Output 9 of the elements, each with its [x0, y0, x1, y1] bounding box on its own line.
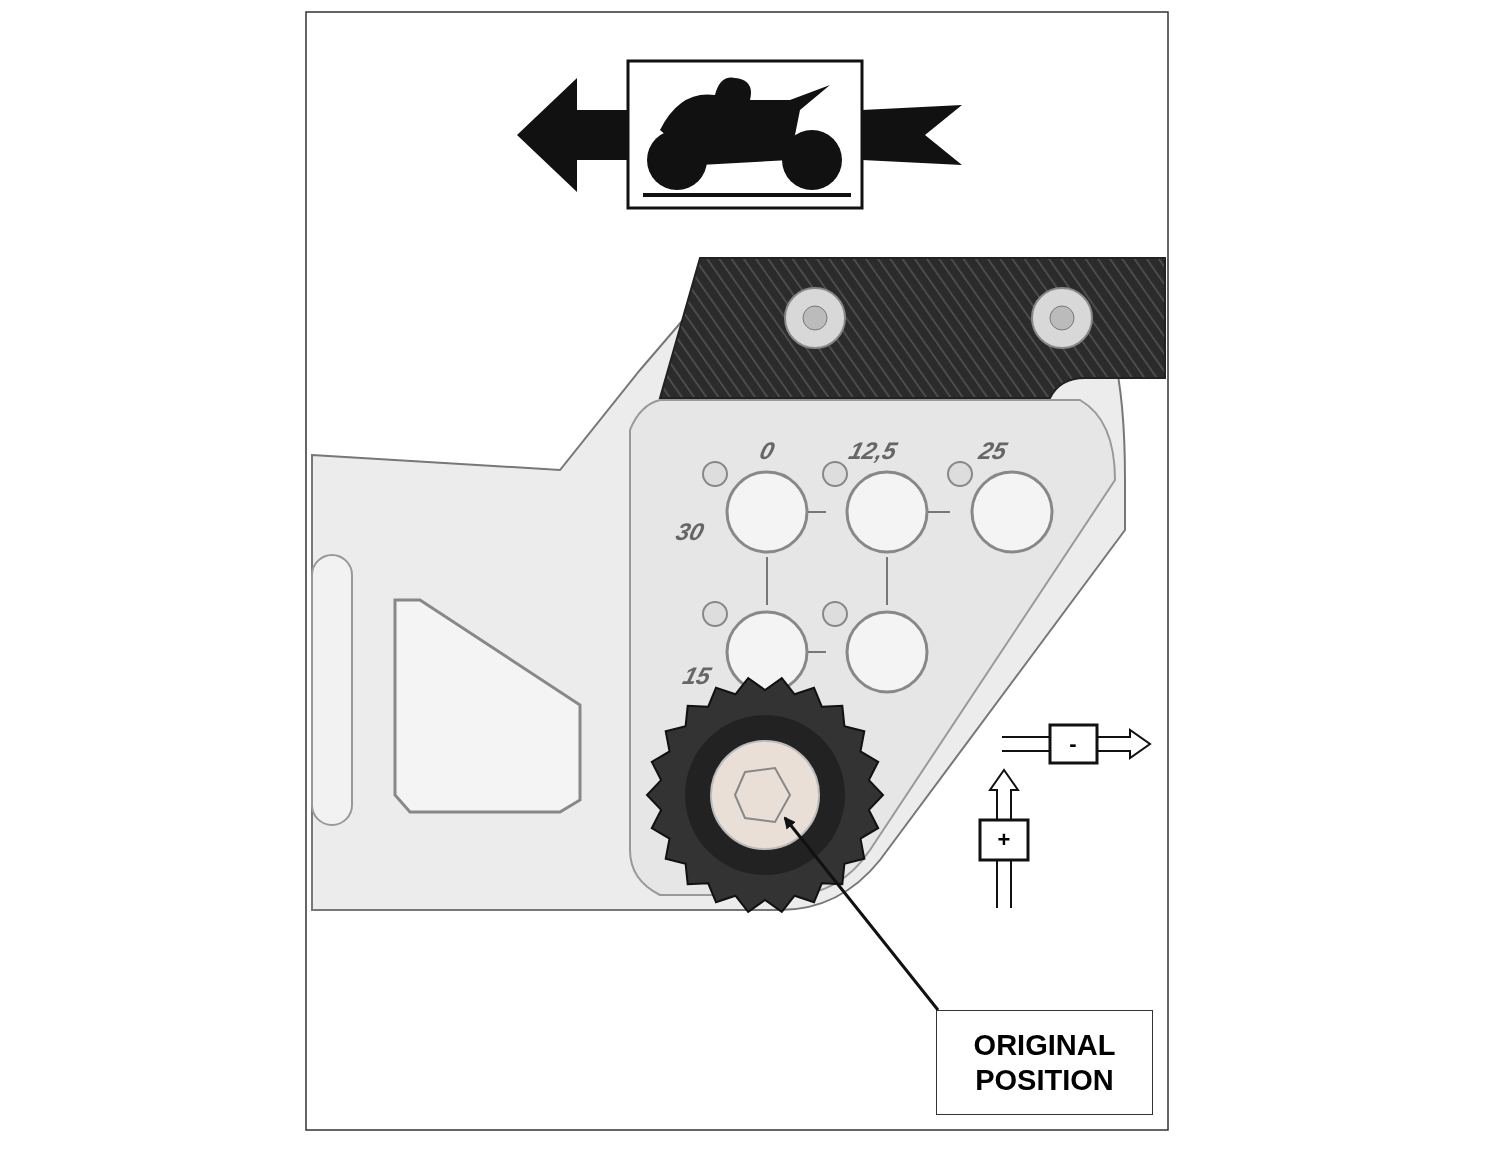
engraved-number: 25	[976, 439, 1010, 463]
leader-line	[783, 816, 940, 1011]
plus-sign: +	[997, 829, 1011, 851]
engraved-number: 30	[673, 520, 707, 544]
callout-box: ORIGINAL POSITION	[936, 1010, 1153, 1115]
engraved-number: 15	[680, 664, 714, 688]
engraved-number: 0	[757, 439, 777, 463]
minus-sign: -	[1069, 733, 1077, 755]
engraved-number: 12,5	[846, 439, 900, 463]
